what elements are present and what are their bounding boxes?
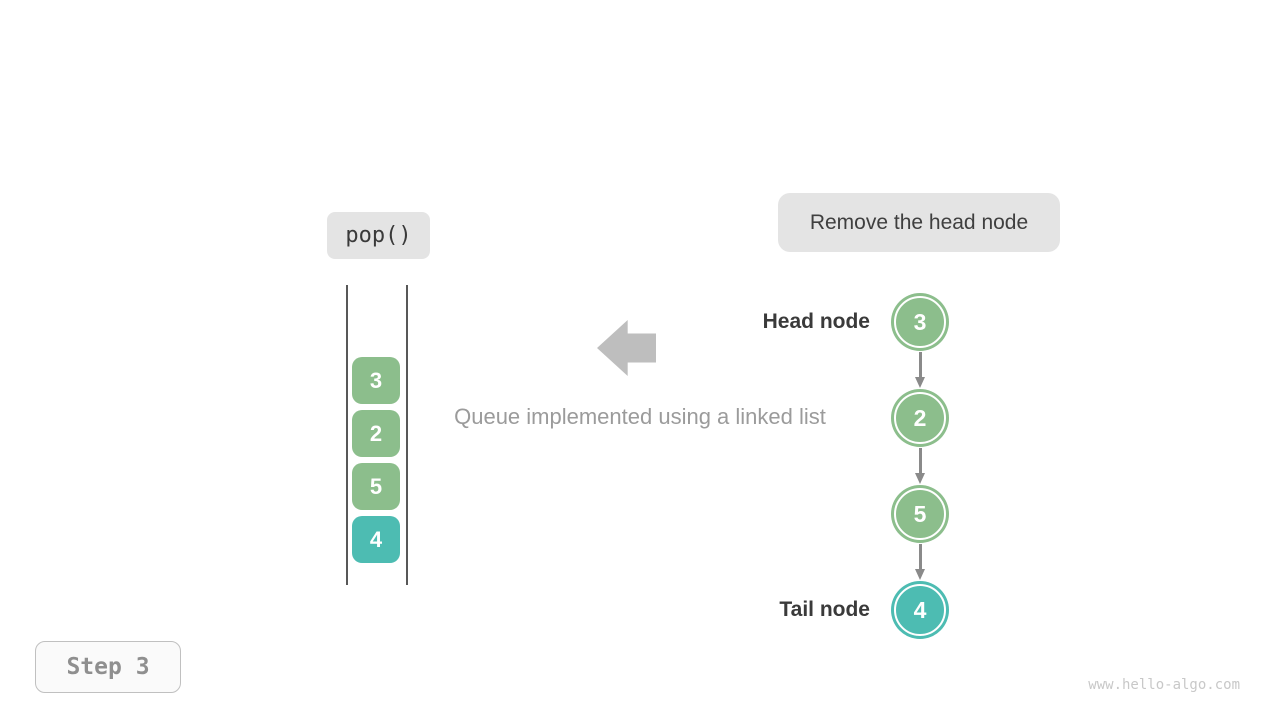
left-block-arrow-icon [597, 320, 656, 376]
pop-operation-badge: pop() [327, 212, 430, 259]
diagram-caption: Queue implemented using a linked list [454, 404, 826, 429]
linked-list-node: 2 [891, 389, 949, 447]
head-node-label: Head node [762, 310, 870, 333]
queue-item: 5 [352, 463, 400, 510]
arrow-down-icon [915, 544, 925, 580]
linked-list-node: 5 [891, 485, 949, 543]
queue-item: 4 [352, 516, 400, 563]
remove-head-annotation: Remove the head node [778, 193, 1060, 252]
watermark: www.hello-algo.com [1088, 677, 1240, 693]
arrow-down-icon [915, 448, 925, 484]
linked-list-node: 4 [891, 581, 949, 639]
queue-item: 3 [352, 357, 400, 404]
step-badge: Step 3 [35, 641, 181, 693]
queue-container-right-wall [406, 285, 408, 585]
tail-node-label: Tail node [779, 598, 870, 621]
queue-container-left-wall [346, 285, 348, 585]
arrow-down-icon [915, 352, 925, 388]
linked-list-node: 3 [891, 293, 949, 351]
queue-item: 2 [352, 410, 400, 457]
